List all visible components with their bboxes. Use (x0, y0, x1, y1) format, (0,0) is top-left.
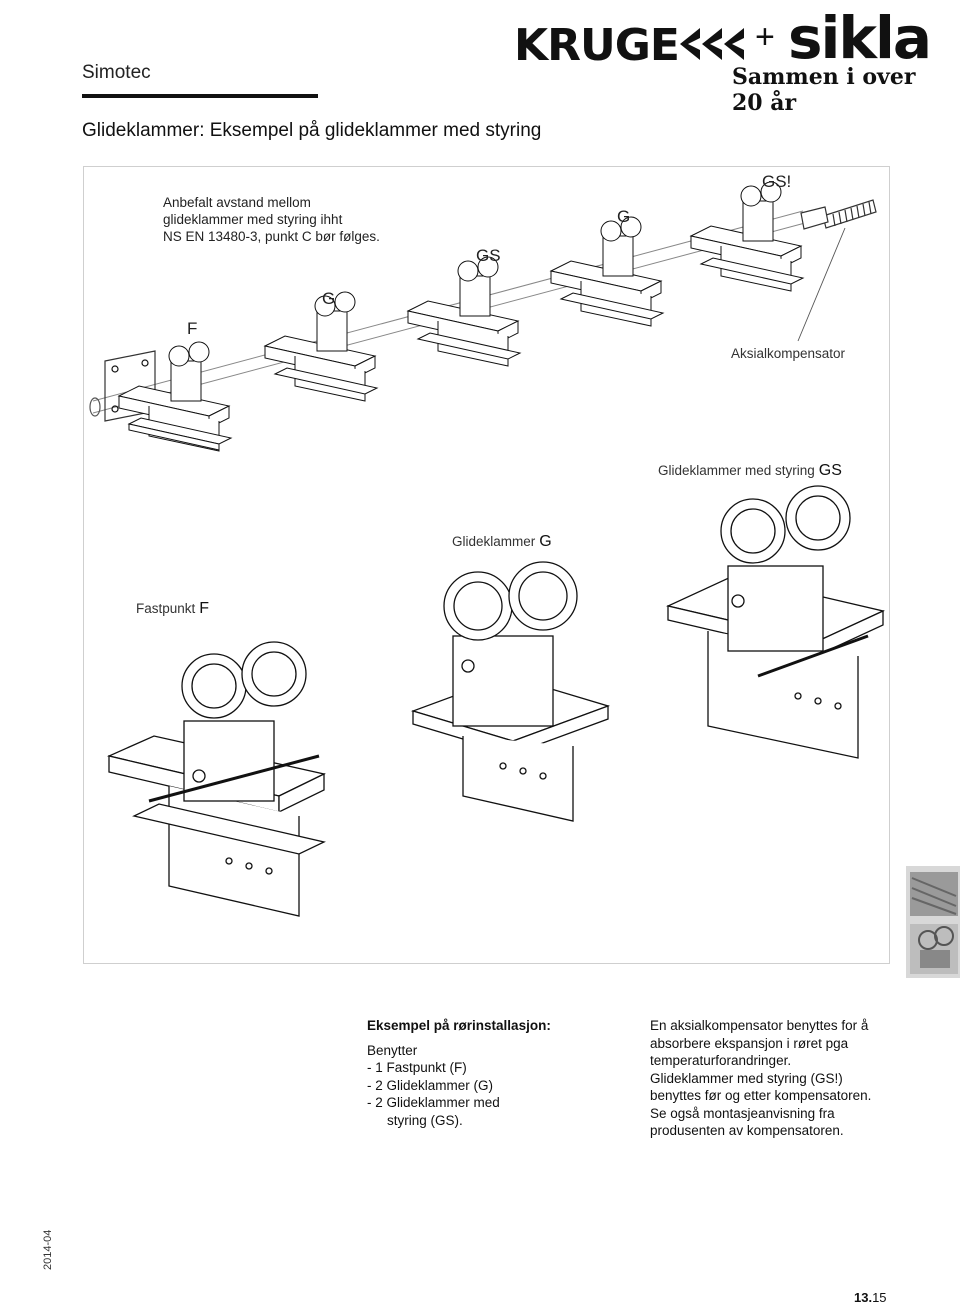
revision-date: 2014-04 (42, 1229, 54, 1270)
logo-kruge: KRUGE (514, 20, 680, 71)
caption-gs-code: GS (818, 462, 842, 479)
detail-glideklammer-styring (666, 485, 885, 759)
example-heading: Eksempel på rørinstallasjon: (367, 1018, 551, 1033)
note-line: glideklammer med styring ihht (163, 212, 343, 227)
spacing-note: Anbefalt avstand mellom glideklammer med… (163, 194, 423, 245)
detail-fastpunkt (106, 641, 326, 917)
support-f-small (117, 341, 233, 452)
page-number-minor: 15 (872, 1290, 887, 1305)
body-line: temperaturforandringer. (650, 1053, 792, 1068)
page-title: Glideklammer: Eksempel på glideklammer m… (82, 120, 542, 141)
label-g2: G (617, 207, 631, 226)
caption-g-code: G (539, 533, 552, 550)
label-f: F (187, 319, 198, 338)
body-line: Benytter (367, 1042, 418, 1058)
compensator-drawing (800, 199, 877, 230)
page-number: 13.15 (854, 1290, 887, 1305)
header-rule (82, 94, 318, 98)
logo-tagline: Sammen i over 20 år (732, 64, 916, 116)
support-gs2-small (689, 181, 805, 292)
installation-drawing (89, 181, 885, 917)
support-g1-small (263, 291, 379, 402)
support-g2-small (549, 216, 665, 327)
company-name: Simotec (82, 62, 151, 83)
page-number-major: 13. (854, 1290, 873, 1305)
body-line: styring (GS). (387, 1112, 463, 1128)
body-line: - 2 Glideklammer med (367, 1095, 500, 1110)
left-text-column: Eksempel på rørinstallasjon: Benytter - … (367, 1017, 627, 1129)
body-line: benyttes før og etter kompensatoren. (650, 1088, 872, 1103)
caption-f-text: Fastpunkt (136, 601, 196, 616)
logo-plus: + (755, 18, 775, 56)
brand-logo: KRUGE + sikla Sammen i over 20 år (510, 4, 940, 116)
label-gs1: GS (476, 246, 501, 265)
body-line: - 2 Glideklammer (G) (367, 1077, 494, 1093)
support-gs1-small (406, 256, 522, 367)
installation-figure (83, 166, 890, 964)
note-line: NS EN 13480-3, punkt C bør følges. (163, 229, 380, 244)
note-line: Anbefalt avstand mellom (163, 195, 311, 210)
logo-sikla: sikla (788, 4, 932, 72)
body-line: absorbere ekspansjon i røret pga (650, 1035, 849, 1051)
body-line: Se også montasjeanvisning fra (650, 1105, 835, 1121)
label-g1: G (322, 289, 336, 308)
body-line: En aksialkompensator benyttes for å (650, 1018, 869, 1033)
body-line: Glideklammer med styring (GS!) (650, 1070, 843, 1086)
compensator-label: Aksialkompensator (731, 346, 846, 361)
body-line: produsenten av kompensatoren. (650, 1123, 844, 1138)
label-gs2: GS! (762, 172, 792, 191)
caption-f-code: F (199, 600, 210, 617)
right-text-column: En aksialkompensator benyttes for å abso… (650, 1017, 920, 1140)
triple-arrow-icon (680, 28, 744, 60)
caption-g-text: Glideklammer (452, 534, 536, 549)
side-product-thumbnails (906, 866, 960, 978)
caption-gs-text: Glideklammer med styring (658, 463, 815, 478)
body-line: - 1 Fastpunkt (F) (367, 1060, 467, 1075)
detail-glideklammer (410, 561, 611, 822)
